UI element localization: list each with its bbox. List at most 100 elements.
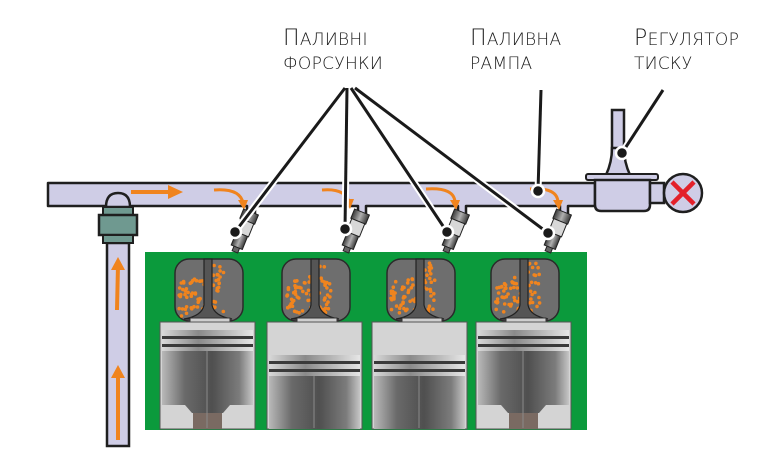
fuel-droplet bbox=[508, 286, 513, 291]
return-blocked-icon bbox=[662, 172, 704, 214]
fuel-droplet bbox=[325, 286, 329, 290]
fuel-droplet bbox=[530, 292, 534, 297]
label-fuel-injectors-cap: П bbox=[283, 26, 300, 51]
fuel-droplet bbox=[297, 296, 301, 300]
fuel-droplet bbox=[326, 306, 331, 311]
leader-dot-injector-1 bbox=[227, 224, 243, 240]
fuel-droplet bbox=[432, 298, 436, 303]
fuel-droplet bbox=[508, 304, 513, 308]
piston bbox=[162, 330, 253, 429]
fuel-droplet bbox=[197, 299, 201, 303]
fuel-droplet bbox=[179, 292, 183, 297]
piston bbox=[374, 355, 465, 429]
piston-crown bbox=[162, 330, 253, 336]
fuel-droplet bbox=[397, 306, 402, 311]
fuel-droplet bbox=[537, 295, 541, 300]
fuel-droplet bbox=[301, 289, 305, 294]
valve-seat bbox=[296, 317, 338, 323]
fuel-droplet bbox=[323, 306, 328, 311]
piston-ring bbox=[269, 369, 360, 372]
fuel-droplet bbox=[406, 278, 411, 282]
intake-valve bbox=[499, 258, 549, 320]
fuel-droplet bbox=[394, 304, 399, 308]
intake-valve bbox=[290, 258, 340, 320]
fuel-droplet bbox=[401, 301, 405, 306]
fuel-droplet bbox=[409, 286, 414, 290]
fuel-droplet bbox=[405, 281, 410, 285]
fuel-droplet bbox=[221, 270, 226, 275]
flow-arrow-curve-3-head bbox=[450, 200, 460, 210]
cylinder-2 bbox=[266, 258, 363, 430]
fuel-droplet bbox=[300, 309, 305, 313]
fuel-droplet bbox=[218, 265, 222, 269]
fuel-droplet bbox=[326, 300, 330, 304]
fuel-droplet bbox=[533, 273, 538, 278]
fuel-droplet bbox=[428, 287, 433, 292]
fuel-droplet bbox=[408, 299, 412, 304]
piston-ring bbox=[269, 361, 360, 364]
fuel-droplet bbox=[535, 304, 539, 309]
fuel-droplet bbox=[184, 311, 189, 316]
piston-ring bbox=[162, 336, 253, 339]
intake-valve bbox=[183, 258, 233, 320]
fuel-droplet bbox=[402, 306, 406, 311]
label-fuel-injectors: ПАЛИВНІ ФОРСУНКИ bbox=[283, 28, 383, 73]
leader-dot-fuel-rail bbox=[530, 183, 546, 199]
fuel-droplet bbox=[221, 309, 226, 314]
fuel-droplet bbox=[218, 269, 222, 273]
fuel-droplet bbox=[286, 287, 291, 292]
piston bbox=[269, 355, 360, 429]
fuel-droplet bbox=[291, 298, 296, 303]
fuel-droplet bbox=[293, 283, 297, 288]
fuel-droplet bbox=[400, 287, 404, 292]
fuel-droplet bbox=[494, 307, 499, 312]
leader-dot-injector-3 bbox=[439, 224, 455, 240]
label-fuel-rail: ПАЛИВНА РАМПА bbox=[470, 28, 561, 73]
piston bbox=[478, 330, 569, 429]
fuel-droplet bbox=[327, 282, 332, 286]
leader-injector-1 bbox=[233, 87, 347, 233]
fuel-spray bbox=[389, 261, 437, 315]
fuel-droplet bbox=[513, 298, 517, 303]
fuel-droplet bbox=[501, 310, 506, 314]
fuel-droplet bbox=[285, 294, 289, 298]
fuel-droplet bbox=[306, 288, 311, 293]
label-fuel-injectors-rest: АЛИВНІ bbox=[299, 30, 368, 50]
piston-ring bbox=[162, 344, 253, 347]
fuel-droplet bbox=[193, 292, 198, 296]
flow-arrow-up-lower bbox=[111, 365, 125, 440]
fuel-droplet bbox=[533, 281, 538, 285]
piston-ring bbox=[374, 369, 465, 372]
fuel-droplet bbox=[512, 275, 517, 280]
fuel-droplet bbox=[533, 290, 537, 295]
label-pressure-regulator-rest: ЕГУЛЯТОР bbox=[647, 30, 740, 50]
fuel-droplet bbox=[214, 278, 218, 283]
fuel-droplet bbox=[410, 277, 415, 282]
fuel-droplet bbox=[536, 281, 541, 286]
fuel-droplet bbox=[294, 310, 299, 314]
fuel-droplet bbox=[185, 295, 189, 300]
fuel-droplet bbox=[190, 291, 195, 295]
fuel-droplet bbox=[389, 307, 394, 312]
fuel-droplet bbox=[429, 272, 433, 276]
fuel-droplet bbox=[391, 285, 396, 290]
flow-arrow-curve-1-head bbox=[238, 200, 248, 210]
fuel-droplet bbox=[528, 289, 533, 294]
piston-ring bbox=[478, 336, 569, 339]
fuel-droplet bbox=[516, 299, 521, 304]
fuel-droplet bbox=[495, 301, 500, 305]
piston-crown bbox=[478, 330, 569, 336]
fuel-droplet bbox=[431, 307, 435, 312]
fuel-droplet bbox=[323, 296, 327, 300]
fuel-droplet bbox=[393, 279, 398, 284]
label-pressure-regulator-cap: Р bbox=[634, 26, 648, 51]
fuel-droplet bbox=[188, 281, 193, 286]
fuel-droplet bbox=[429, 280, 434, 285]
flow-arrow-right bbox=[131, 185, 183, 199]
fuel-droplet bbox=[495, 286, 499, 290]
fuel-droplet bbox=[529, 280, 534, 285]
fuel-droplet bbox=[213, 305, 217, 310]
valve-seat bbox=[401, 317, 443, 323]
fuel-droplet bbox=[432, 291, 436, 296]
